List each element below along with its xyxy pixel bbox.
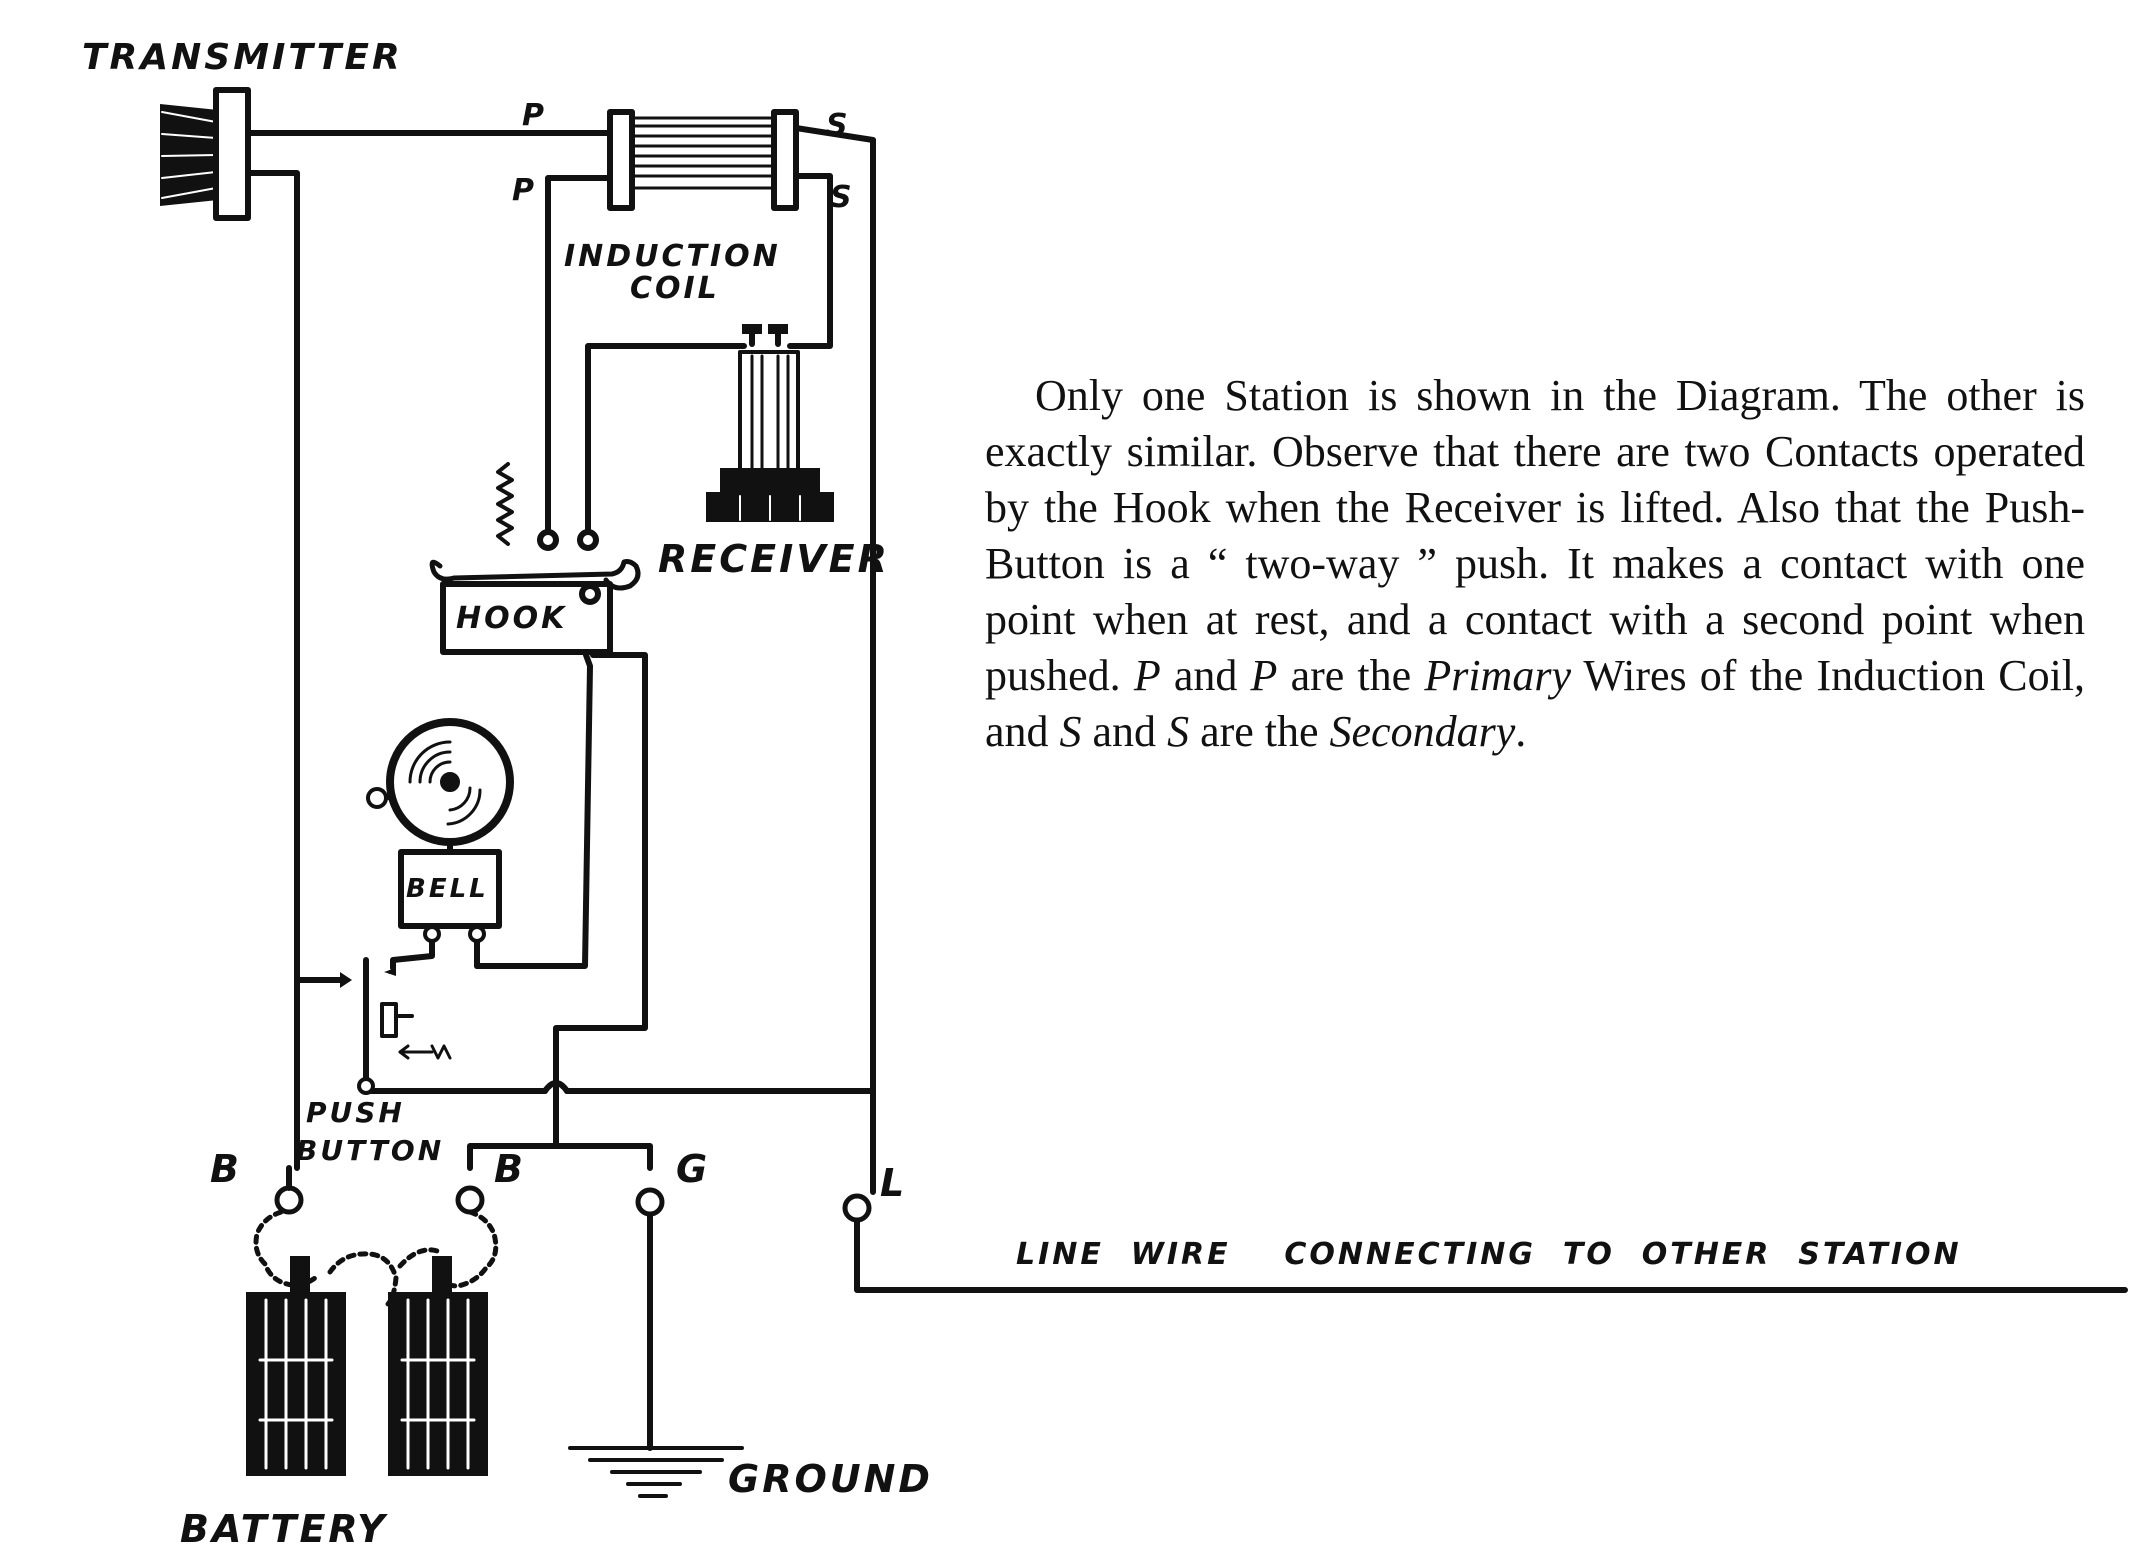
transmitter-label: TRANSMITTER: [82, 37, 403, 78]
hook-label: HOOK: [456, 601, 567, 636]
hook-icon: [429, 462, 641, 655]
caption-primary-rest: Wires of the Induction Coil, and: [985, 651, 2086, 756]
caption-primary: Primary: [1424, 651, 1571, 700]
caption-and-1: and: [1160, 651, 1251, 700]
secondary-label-s1: S: [826, 108, 851, 143]
induction-coil-label-line2: COIL: [630, 271, 720, 306]
transmitter-icon: [160, 87, 251, 221]
terminal-g: [635, 1187, 665, 1217]
terminal-l: [842, 1193, 872, 1223]
caption-paragraph: Only one Station is shown in the Diagram…: [985, 368, 2085, 760]
caption-s1: S: [1059, 707, 1082, 756]
caption-are-the-1: are the: [1277, 651, 1425, 700]
caption-p1: P: [1133, 651, 1161, 700]
terminal-b1-label: B: [210, 1147, 242, 1191]
caption-end: .: [1515, 707, 1527, 756]
terminal-b2-label: B: [494, 1147, 526, 1191]
primary-label-p1: P: [522, 98, 547, 133]
caption-s2: S: [1167, 707, 1190, 756]
terminal-posts: [274, 1165, 872, 1223]
battery-label: BATTERY: [180, 1507, 388, 1551]
receiver-label: RECEIVER: [658, 537, 890, 581]
terminal-l-label: L: [880, 1161, 907, 1205]
caption-and-2: and: [1081, 707, 1168, 756]
terminal-b2: [455, 1185, 485, 1215]
caption-text: Only one Station is shown in the Diagram…: [985, 371, 2085, 700]
caption-p2: P: [1250, 651, 1278, 700]
caption-secondary: Secondary: [1329, 707, 1516, 756]
terminal-g-label: G: [676, 1147, 710, 1191]
line-wire-label: LINE WIRE CONNECTING TO OTHER STATION: [1016, 1237, 1962, 1272]
push-button-label-line2: BUTTON: [296, 1134, 444, 1167]
primary-label-p2: P: [512, 173, 537, 208]
induction-coil-icon: [607, 109, 799, 211]
push-button-icon: [340, 957, 452, 1095]
ground-label: GROUND: [728, 1457, 933, 1501]
bell-label: BELL: [406, 874, 489, 904]
bell-icon: [366, 718, 514, 943]
induction-coil-label-line1: INDUCTION: [564, 239, 781, 274]
push-button-label-line1: PUSH: [306, 1096, 405, 1129]
caption-are-the-2: are the: [1189, 707, 1330, 756]
terminal-b1: [274, 1185, 304, 1215]
diagram-caption: Only one Station is shown in the Diagram…: [985, 368, 2085, 760]
battery-icon: [246, 1209, 499, 1476]
receiver-icon: [706, 324, 834, 522]
secondary-label-s2: S: [830, 180, 855, 215]
ground-symbol-icon: [568, 1446, 744, 1498]
